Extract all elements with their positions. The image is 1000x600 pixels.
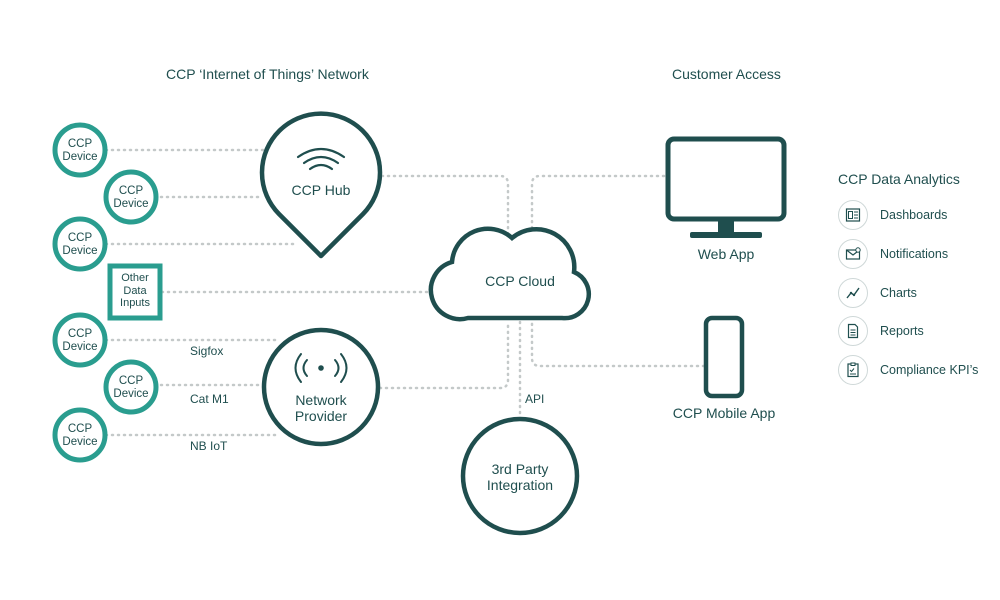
analytics-label-dashboards: Dashboards: [880, 208, 948, 222]
analytics-item-notifications: Notifications: [838, 239, 948, 269]
provider-circle: [261, 327, 381, 447]
mobileapp-label: CCP Mobile App: [672, 405, 776, 421]
chart-icon: [838, 278, 868, 308]
sigfox-label: Sigfox: [190, 344, 224, 358]
analytics-item-compliance: Compliance KPI’s: [838, 355, 978, 385]
envelope-icon: [838, 239, 868, 269]
webapp-label: Web App: [697, 246, 755, 262]
cloud-icon: [428, 226, 592, 322]
phone-icon: [703, 315, 745, 399]
analytics-label-compliance: Compliance KPI’s: [880, 363, 979, 377]
device-circle-3: [52, 216, 108, 272]
monitor-icon: [665, 136, 787, 238]
catm1-label: Cat M1: [190, 392, 229, 406]
device-circle-5: [103, 359, 159, 415]
checklist-icon: [838, 355, 868, 385]
device-circle-4: [52, 312, 108, 368]
device-circle-1: [52, 122, 108, 178]
device-circle-6: [52, 407, 108, 463]
hub-label: CCP Hub: [291, 182, 351, 198]
analytics-section-title: CCP Data Analytics: [838, 171, 960, 187]
analytics-label-reports: Reports: [880, 324, 924, 338]
analytics-label-charts: Charts: [880, 286, 917, 300]
hub-pin: [259, 111, 383, 259]
line-mobile-cloud: [530, 320, 706, 368]
analytics-label-notifications: Notifications: [880, 247, 949, 261]
broadcast-icon: [294, 353, 348, 383]
device-circle-2: [103, 169, 159, 225]
network-section-title: CCP ‘Internet of Things’ Network: [166, 66, 369, 82]
api-label: API: [525, 392, 545, 406]
customer-section-title: Customer Access: [672, 66, 781, 82]
nbiot-label: NB IoT: [190, 439, 228, 453]
thirdparty-circle: [460, 416, 580, 536]
cloud-label: CCP Cloud: [485, 273, 555, 289]
connection-lines: [104, 148, 706, 437]
document-icon: [838, 316, 868, 346]
dashboard-icon: [838, 200, 868, 230]
line-provider-cloud: [378, 320, 510, 390]
analytics-item-dashboards: Dashboards: [838, 200, 947, 230]
analytics-item-charts: Charts: [838, 278, 917, 308]
wifi-icon: [296, 147, 346, 171]
other-inputs-box: [107, 263, 163, 321]
analytics-item-reports: Reports: [838, 316, 924, 346]
